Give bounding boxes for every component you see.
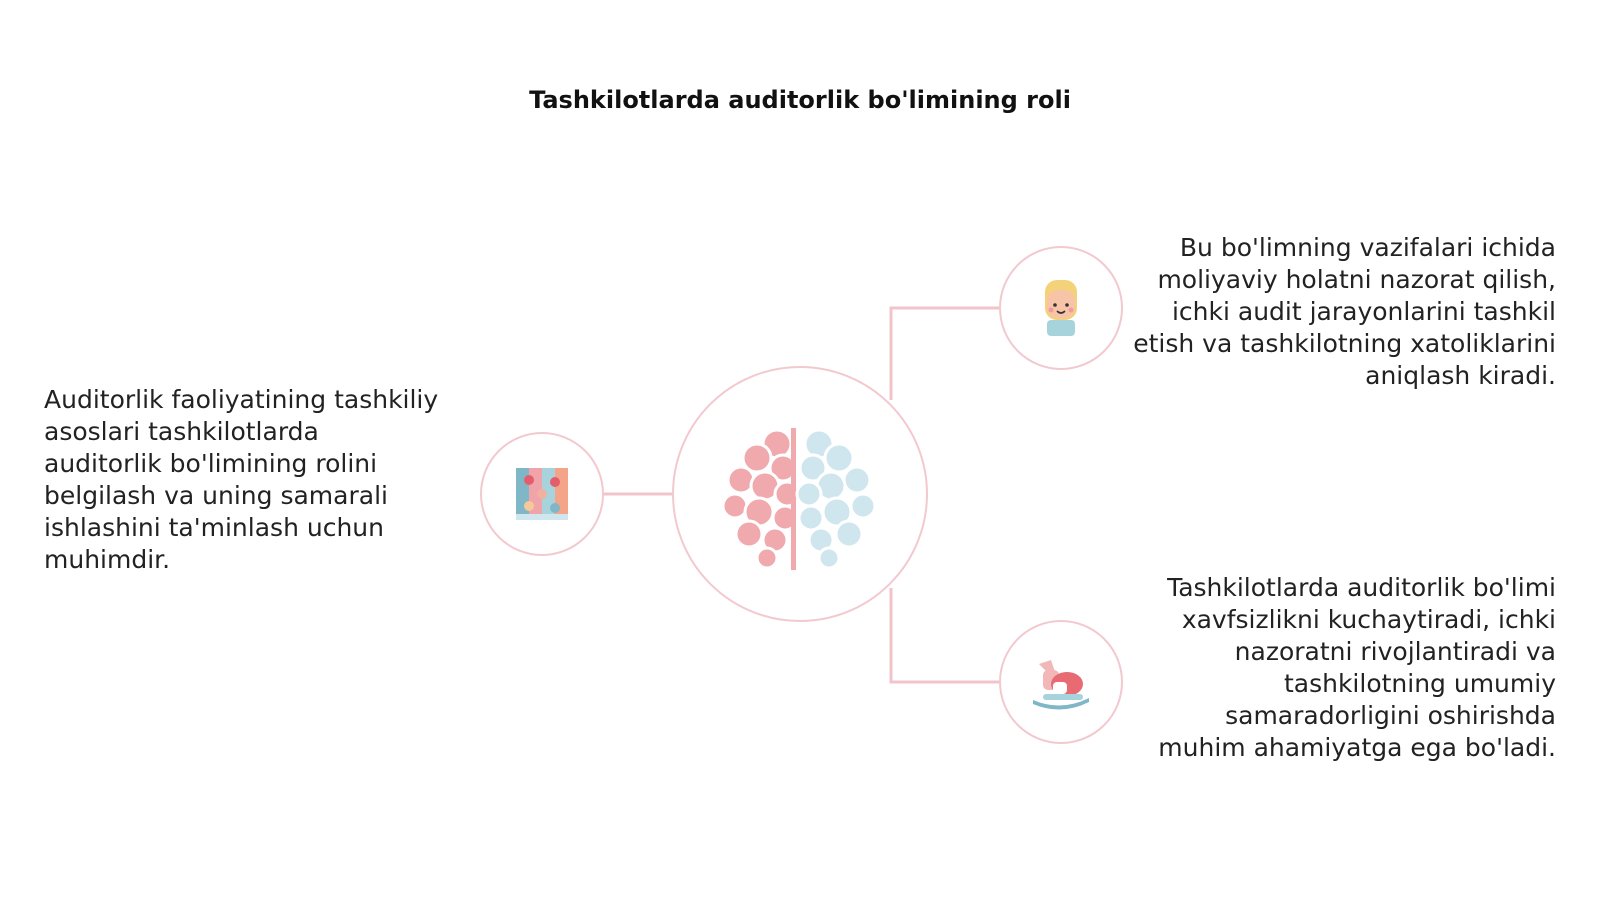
page-title: Tashkilotlarda auditorlik bo'limining ro… <box>529 86 1071 114</box>
rocking-horse-icon <box>1033 660 1089 710</box>
connector-top-right <box>889 306 999 400</box>
brain-icon <box>721 428 877 570</box>
left-node <box>480 432 604 556</box>
bottom-right-node <box>999 620 1123 744</box>
left-description: Auditorlik faoliyatining tashkiliy asosl… <box>44 385 439 574</box>
puzzle-icon <box>516 468 568 520</box>
person-icon <box>1045 280 1077 336</box>
top-right-node <box>999 246 1123 370</box>
top-right-description: Bu bo'limning vazifalari ichida moliyavi… <box>1133 233 1556 390</box>
center-node <box>672 366 928 622</box>
bottom-right-description: Tashkilotlarda auditorlik bo'limi xavfsi… <box>1158 573 1556 762</box>
connector-bottom-right <box>889 588 999 684</box>
